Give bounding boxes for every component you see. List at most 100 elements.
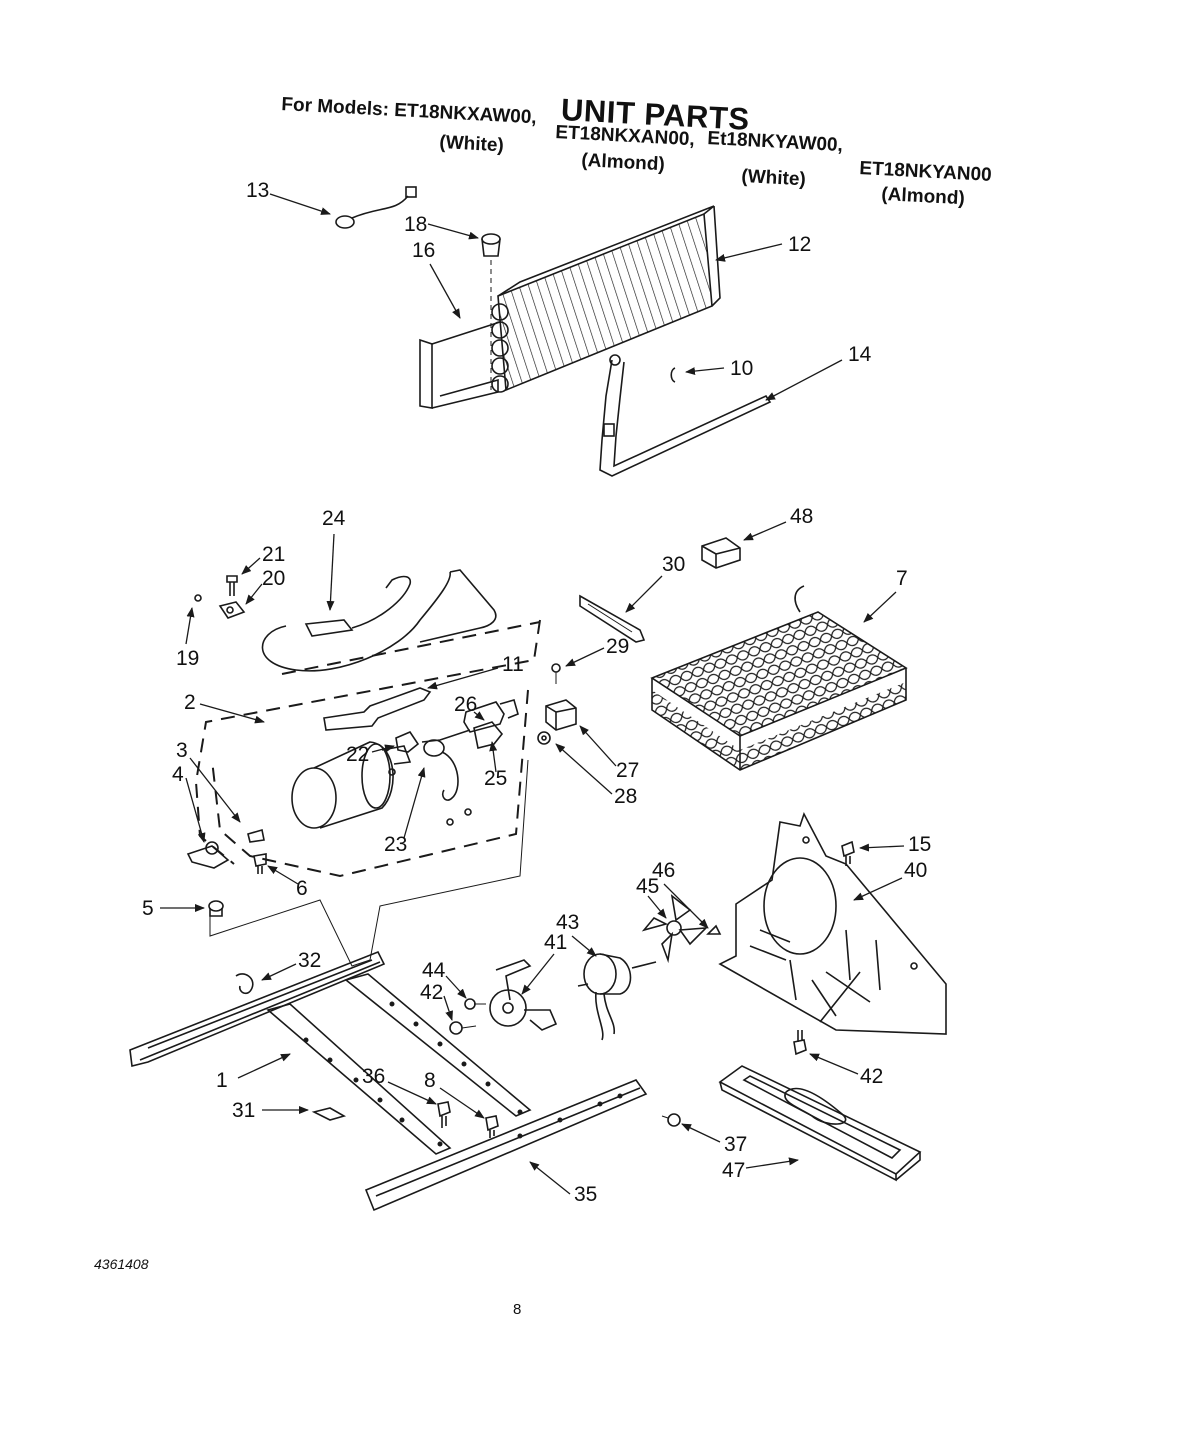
callout-43: 43 bbox=[556, 911, 580, 934]
callout-32: 32 bbox=[298, 949, 322, 972]
callout-36: 36 bbox=[362, 1065, 386, 1088]
leader-37 bbox=[681, 1123, 721, 1143]
callout-45: 45 bbox=[636, 875, 660, 898]
leader-41 bbox=[521, 953, 555, 995]
part-10-clip bbox=[670, 367, 676, 383]
leader-10 bbox=[685, 367, 725, 376]
callout-19: 19 bbox=[176, 647, 200, 670]
leader-18 bbox=[427, 223, 479, 240]
callout-28: 28 bbox=[614, 785, 638, 808]
callout-7: 7 bbox=[896, 567, 908, 590]
base-leader-outline bbox=[209, 759, 529, 967]
leader-14 bbox=[765, 359, 843, 401]
callout-41: 41 bbox=[544, 931, 568, 954]
leader-20 bbox=[245, 583, 263, 605]
leader-21 bbox=[241, 557, 261, 575]
callout-42-upper: 42 bbox=[420, 981, 444, 1004]
part-42-screw-b bbox=[793, 1030, 807, 1056]
callout-31: 31 bbox=[232, 1099, 256, 1122]
leader-29 bbox=[565, 647, 605, 667]
part-36-screw bbox=[437, 1101, 451, 1128]
part-22-cap bbox=[395, 731, 420, 753]
callout-5: 5 bbox=[142, 897, 154, 920]
part-27-relay-box bbox=[545, 699, 577, 731]
callout-12: 12 bbox=[788, 233, 812, 256]
leader-16 bbox=[429, 263, 461, 319]
leader-22 bbox=[371, 744, 395, 753]
callout-22: 22 bbox=[346, 743, 370, 766]
leader-44 bbox=[445, 975, 467, 999]
part-24-drier-tube bbox=[261, 569, 497, 672]
leader-26 bbox=[473, 711, 485, 721]
callout-30: 30 bbox=[662, 553, 686, 576]
leader-7 bbox=[863, 591, 897, 623]
leader-24 bbox=[326, 533, 335, 611]
part-5-grommet bbox=[208, 900, 224, 917]
part-28-grommet bbox=[537, 731, 551, 745]
callout-18: 18 bbox=[404, 213, 428, 236]
callout-37: 37 bbox=[724, 1133, 748, 1156]
part-46-clip bbox=[706, 924, 722, 935]
leader-lines bbox=[160, 193, 905, 1195]
leader-30 bbox=[625, 575, 663, 613]
leader-48 bbox=[743, 521, 787, 541]
leader-4 bbox=[185, 777, 206, 843]
part-8-screw bbox=[485, 1115, 499, 1138]
callout-40: 40 bbox=[904, 859, 928, 882]
part-37-screw bbox=[661, 1113, 681, 1127]
part-45-fan-blade bbox=[641, 894, 709, 964]
part-20-clamp bbox=[218, 601, 246, 619]
part-23-terminal bbox=[423, 739, 472, 826]
part-42-screw-a bbox=[449, 1021, 477, 1035]
leader-28 bbox=[555, 743, 613, 795]
leader-47 bbox=[745, 1157, 799, 1169]
callout-8: 8 bbox=[424, 1069, 436, 1092]
part-29-screw bbox=[551, 663, 561, 684]
callout-47: 47 bbox=[722, 1159, 746, 1182]
part-41-motor-bracket bbox=[489, 959, 558, 1031]
leader-46 bbox=[663, 883, 709, 929]
leader-23 bbox=[403, 767, 426, 839]
callout-26: 26 bbox=[454, 693, 478, 716]
callout-20: 20 bbox=[262, 567, 286, 590]
part-31-clip bbox=[311, 1107, 347, 1121]
callout-1: 1 bbox=[216, 1069, 228, 1092]
part-15-screw bbox=[841, 840, 855, 866]
part-13-sensor bbox=[335, 186, 417, 229]
callout-25: 25 bbox=[484, 767, 508, 790]
leader-42b bbox=[809, 1053, 859, 1075]
callout-10: 10 bbox=[730, 357, 754, 380]
callout-11: 11 bbox=[502, 653, 524, 676]
callout-4: 4 bbox=[172, 763, 184, 786]
document-number: 4361408 bbox=[94, 1256, 149, 1272]
callout-16: 16 bbox=[412, 239, 436, 262]
part-47-drain-pan bbox=[718, 1065, 922, 1182]
callout-15: 15 bbox=[908, 833, 932, 856]
part-11-drier bbox=[323, 687, 432, 731]
leader-11 bbox=[427, 667, 499, 690]
part-32-clip bbox=[235, 973, 254, 995]
part-26-relay bbox=[463, 699, 519, 733]
callout-6: 6 bbox=[296, 877, 308, 900]
compressor-group-top bbox=[281, 621, 541, 675]
leader-8 bbox=[439, 1087, 485, 1119]
part-12-evaporator bbox=[491, 205, 721, 393]
compressor bbox=[291, 741, 412, 829]
leader-42a bbox=[443, 995, 453, 1021]
part-43-fan-motor bbox=[577, 953, 657, 1041]
part-7-condenser bbox=[650, 585, 908, 771]
part-18-plug bbox=[481, 233, 501, 257]
leader-35 bbox=[529, 1161, 571, 1195]
part-14-heater bbox=[599, 354, 772, 477]
callout-44: 44 bbox=[422, 959, 446, 982]
callout-48: 48 bbox=[790, 505, 814, 528]
leader-25 bbox=[489, 741, 498, 773]
part-44-screw bbox=[464, 998, 486, 1010]
part-48-block bbox=[701, 537, 741, 569]
callout-14: 14 bbox=[848, 343, 872, 366]
leader-6 bbox=[267, 865, 299, 885]
callout-24: 24 bbox=[322, 507, 346, 530]
leader-43 bbox=[571, 935, 597, 957]
part-3-4-mount bbox=[186, 828, 265, 869]
